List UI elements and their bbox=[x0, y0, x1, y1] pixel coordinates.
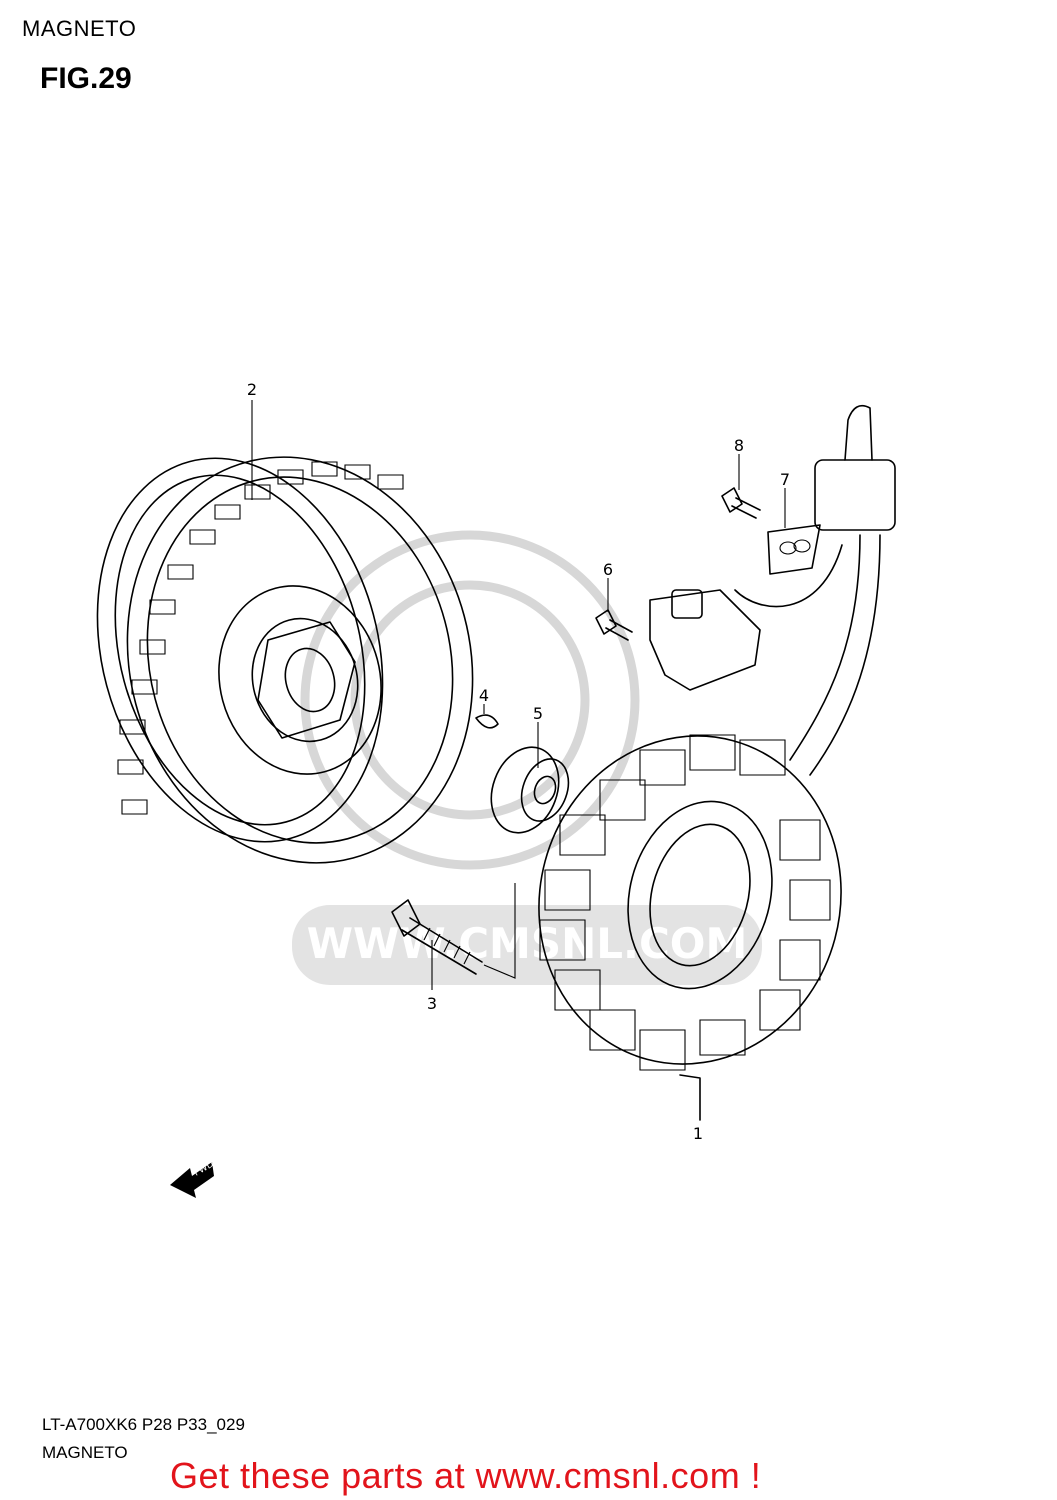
stator bbox=[538, 734, 842, 1121]
woodruff-key bbox=[475, 714, 499, 729]
watermark-text: WWW.CMSNL.COM bbox=[307, 919, 748, 968]
section-title: MAGNETO bbox=[22, 16, 137, 41]
pickup-screw bbox=[595, 609, 633, 641]
callout-8: 8 bbox=[733, 436, 745, 455]
callout-2: 2 bbox=[246, 380, 258, 399]
callout-1: 1 bbox=[692, 1124, 704, 1143]
figure-label: FIG.29 bbox=[40, 62, 132, 95]
pickup-coil bbox=[649, 589, 761, 691]
callout-6: 6 bbox=[602, 560, 614, 579]
fwd-arrow-icon: FWD bbox=[170, 1159, 216, 1198]
callout-7: 7 bbox=[779, 470, 791, 489]
watermark-logo: WWW.CMSNL.COM bbox=[292, 530, 762, 985]
callout-4: 4 bbox=[478, 686, 490, 705]
footer-title: MAGNETO bbox=[42, 1443, 128, 1462]
promo-link[interactable]: Get these parts at www.cmsnl.com ! bbox=[170, 1455, 762, 1496]
callout-5: 5 bbox=[532, 704, 544, 723]
collar bbox=[490, 746, 570, 834]
wiring-harness bbox=[734, 404, 896, 776]
callout-3: 3 bbox=[426, 994, 438, 1013]
clamp-screw bbox=[721, 487, 761, 519]
rotor-flywheel bbox=[96, 456, 474, 864]
diagram-code: LT-A700XK6 P28 P33_029 bbox=[42, 1415, 245, 1434]
stator-bolt bbox=[391, 883, 516, 979]
harness-clamp bbox=[767, 524, 821, 575]
